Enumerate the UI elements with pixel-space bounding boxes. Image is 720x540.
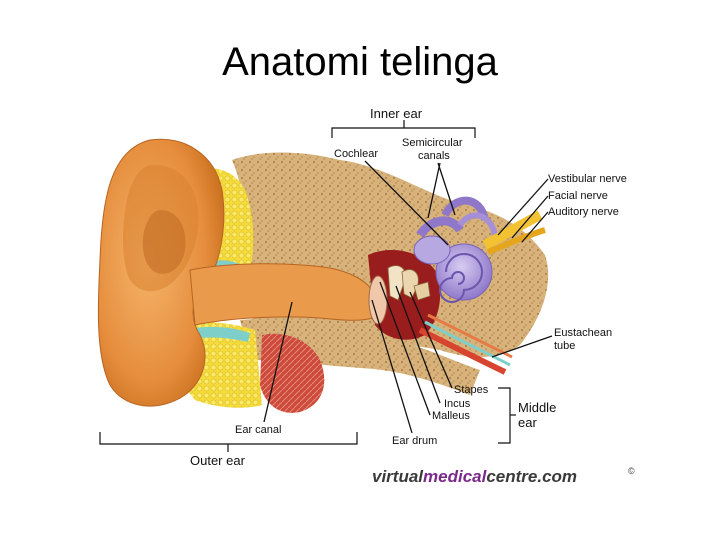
muscle-tissue	[260, 333, 325, 413]
middle-ear-bracket	[498, 387, 516, 444]
label-ear: ear	[518, 415, 537, 430]
svg-text:virtualmedicalcentre.com: virtualmedicalcentre.com	[372, 467, 577, 486]
watermark-part1: virtual	[372, 467, 424, 486]
label-malleus: Malleus	[432, 410, 470, 422]
pinna	[97, 138, 225, 407]
copyright-symbol: ©	[628, 466, 635, 476]
label-ear-canal: Ear canal	[235, 424, 281, 436]
cochlea-shape	[435, 243, 493, 301]
label-canals: canals	[418, 150, 450, 162]
ear-drum-membrane	[368, 275, 388, 325]
label-eustachean: Eustachean	[554, 327, 612, 339]
label-semicircular: Semicircular	[402, 137, 463, 149]
watermark-part2: medical	[423, 467, 488, 486]
label-inner-ear: Inner ear	[370, 106, 423, 121]
label-cochlear: Cochlear	[334, 148, 378, 160]
inner-ear	[413, 196, 498, 303]
label-incus: Incus	[444, 398, 471, 410]
label-facial-nerve: Facial nerve	[548, 190, 608, 202]
watermark-logo: virtualmedicalcentre.com ©	[372, 466, 635, 486]
label-vestibular-nerve: Vestibular nerve	[548, 173, 627, 185]
label-outer-ear: Outer ear	[190, 453, 246, 468]
watermark-part3: centre.com	[486, 467, 577, 486]
ear-canal-tube	[189, 263, 373, 326]
label-stapes: Stapes	[454, 384, 489, 396]
slide-title: Anatomi telinga	[222, 40, 498, 84]
leader-lines	[263, 160, 553, 434]
outer-ear-bracket	[99, 432, 358, 452]
label-middle: Middle	[518, 400, 556, 415]
label-auditory-nerve: Auditory nerve	[548, 206, 619, 218]
label-ear-drum: Ear drum	[392, 435, 437, 447]
nerves	[482, 210, 546, 255]
label-tube: tube	[554, 340, 575, 352]
inner-ear-bracket	[331, 120, 476, 138]
